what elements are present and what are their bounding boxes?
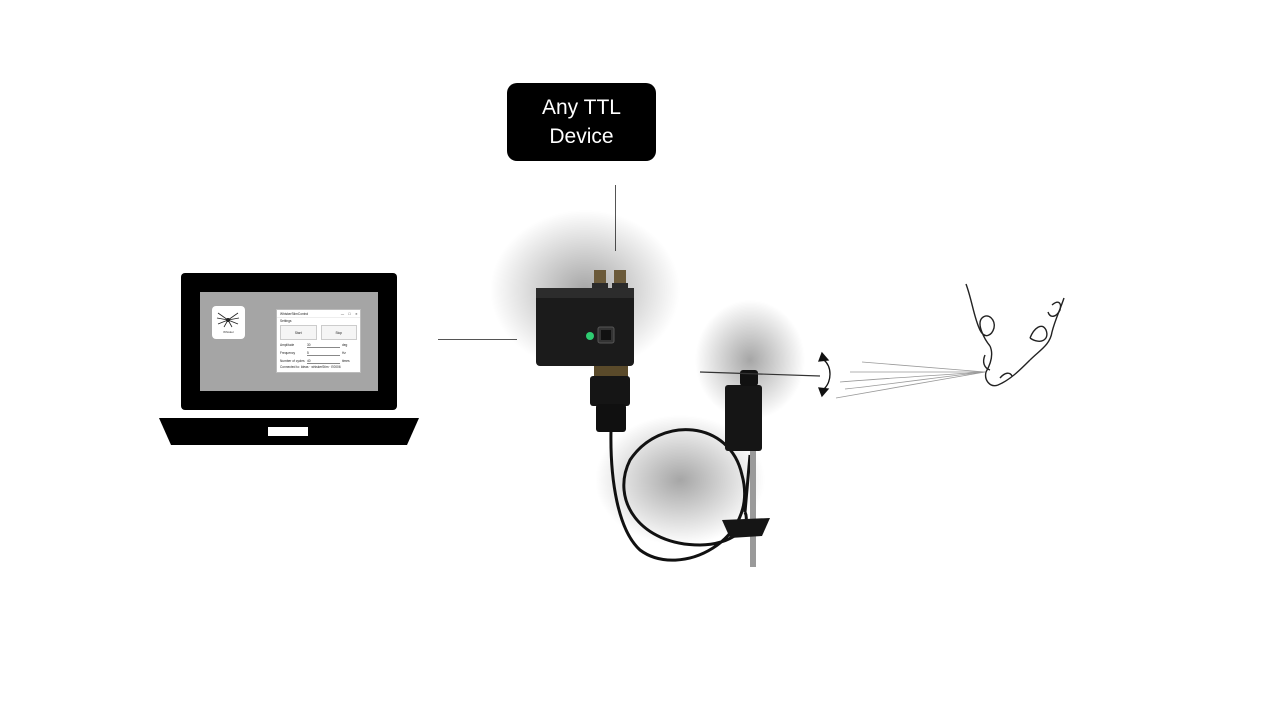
probe-shadow (695, 300, 805, 420)
cycles-row: Number of cycles 40 times (277, 357, 360, 365)
frequency-input[interactable]: 5 (307, 351, 340, 356)
ttl-device-label-line2: Device (549, 125, 614, 148)
cable (609, 428, 748, 562)
stop-button[interactable]: Stop (320, 325, 357, 340)
mouse-sketch (965, 283, 1065, 387)
whisker-icon (216, 312, 240, 328)
controller-box (536, 288, 634, 366)
frequency-label: Frequency (280, 351, 296, 355)
amplitude-input[interactable]: 30 (307, 343, 340, 348)
frequency-row: Frequency 5 Hz (277, 349, 360, 357)
app-icon-label: Whisker (223, 330, 234, 334)
settings-label: Settings (280, 319, 292, 323)
cycles-unit: times (342, 359, 350, 363)
laptop-trackpad (268, 427, 308, 436)
cable-to-probe (743, 454, 752, 513)
laptop-connection-line (438, 339, 517, 340)
minimize-icon[interactable]: — (340, 311, 345, 316)
close-icon[interactable]: ✕ (355, 311, 358, 316)
whiskers (835, 361, 986, 399)
frequency-unit: Hz (342, 351, 346, 355)
window-title: WhiskerStimControl (280, 311, 309, 316)
ttl-device-label-line1: Any TTL (542, 96, 621, 119)
window-titlebar: WhiskerStimControl — ☐ ✕ (277, 310, 360, 318)
amplitude-label: Amplitude (280, 343, 295, 347)
rotation-arrows-icon (818, 351, 831, 398)
maximize-icon[interactable]: ☐ (348, 311, 351, 316)
amplitude-row: Amplitude 30 deg (277, 341, 360, 349)
connection-status: Connected to: Ideas · whiskerStim · E000… (280, 365, 341, 369)
stimulator-probe (699, 370, 821, 567)
cable-shadow (595, 415, 765, 545)
bnc-connectors (592, 270, 628, 291)
amplitude-unit: deg (342, 343, 348, 347)
cycles-label: Number of cycles (280, 359, 305, 363)
db9-connector (590, 366, 630, 432)
ttl-device-box: Any TTL Device (507, 83, 656, 161)
whisker-app-icon[interactable]: Whisker (212, 306, 245, 339)
app-window: WhiskerStimControl — ☐ ✕ Settings Start … (276, 309, 361, 373)
cycles-input[interactable]: 40 (307, 359, 340, 364)
status-led (586, 332, 594, 340)
start-button[interactable]: Start (280, 325, 317, 340)
